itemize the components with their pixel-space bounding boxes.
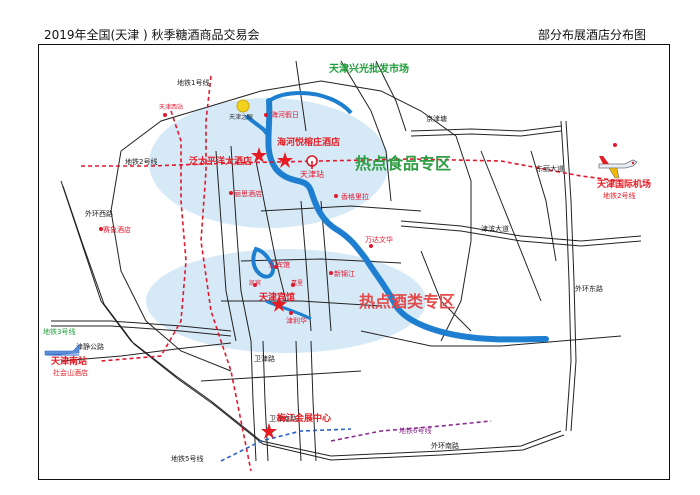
tianjin-west-station-label: 天津西站 [159, 103, 183, 111]
poi-dot [369, 244, 373, 248]
road-label-weijin: 卫津路 [254, 354, 275, 363]
metro-line6-path [330, 420, 492, 442]
metro-line3-label: 地铁3号线 [43, 327, 75, 336]
venue-tianjin-hotel[interactable]: 天津宾馆 [259, 291, 295, 312]
poi-kaibin: 凯宾 [249, 279, 261, 287]
metro-line3-path [100, 110, 187, 362]
poi-dot [253, 283, 257, 287]
tianjin-eye-label: 天津之眼 [229, 113, 253, 121]
poi-dot [274, 265, 278, 269]
venue-haihe-yuerong-label: 海河悦榕庄酒店 [277, 136, 340, 148]
river-west-branch [244, 114, 271, 138]
star-icon [251, 147, 267, 163]
poi-dot [334, 194, 338, 198]
tianjin-station[interactable]: 天津站 [300, 155, 324, 179]
xingguang-market-label: 天津兴光批发市场 [329, 62, 409, 75]
venue-meijiang-label: 梅江会展中心 [277, 412, 331, 424]
lake-shape [251, 246, 275, 279]
venue-meijiang[interactable]: 梅江会展中心 [261, 412, 331, 439]
star-icon [271, 296, 287, 312]
poi-dot [99, 227, 103, 231]
poi-dot [229, 191, 233, 195]
river-south-branch [265, 299, 312, 321]
venue-haihe-yuerong[interactable]: 海河悦榕庄酒店 [277, 136, 340, 168]
poi-dot [163, 113, 167, 117]
poi-saixiang: 赛象酒店 [103, 225, 131, 234]
poi-dot [264, 113, 268, 117]
map-frame: 热点食品专区 热点酒类专区 天津兴光批发市场 天津之眼 天津西站 地铁1号线 地… [38, 44, 670, 480]
poi-dot [289, 311, 293, 315]
south-station-label: 天津南站 [51, 355, 87, 367]
road-label-outer-east: 外环东路 [575, 284, 603, 293]
hai-river [265, 98, 549, 343]
venue-tianjin-hotel-label: 天津宾馆 [259, 291, 295, 303]
metro-line6-label: 地铁6号线 [399, 426, 431, 435]
airport-dot [613, 143, 617, 147]
sun-icon [236, 99, 250, 113]
road-label-jinjing: 津静公路 [76, 342, 104, 351]
tianjin-station-label: 天津站 [300, 169, 324, 179]
airplane-icon [598, 156, 638, 179]
poi-shangri-la: 香格里拉 [341, 192, 369, 201]
south-station-sub-label: 社会山酒店 [53, 368, 88, 377]
wine-zone-label: 热点酒类专区 [359, 292, 455, 311]
venue-fantai-label: 泛太平洋大酒店 [189, 155, 252, 167]
city-map: 热点食品专区 热点酒类专区 天津兴光批发市场 天津之眼 天津西站 地铁1号线 地… [43, 60, 651, 472]
star-icon [261, 423, 277, 439]
road-label-dongli: 东丽大道 [536, 164, 564, 173]
poi-dot [329, 271, 333, 275]
venue-fantai[interactable]: 泛太平洋大酒店 [189, 147, 267, 167]
poi-ritz: 丽思酒店 [234, 189, 262, 198]
map-title: 2019年全国(天津 ) 秋季糖酒商品交易会 [44, 28, 260, 42]
poi-dot [291, 283, 295, 287]
poi-xinjin: 新锦江 [334, 269, 355, 278]
poi-yingbin: 迎宾馆 [269, 260, 290, 269]
metro-line2-label: 地铁2号线 [125, 157, 157, 166]
airport-label: 天津国际机场 [597, 178, 651, 190]
poi-jinli: 津利华 [286, 316, 307, 325]
river-upper-branch [267, 90, 353, 115]
south-station-marker[interactable]: 天津南站 社会山酒店 [44, 344, 88, 377]
map-subtitle: 部分布展酒店分布图 [537, 28, 646, 42]
poi-wanda: 万达文华 [365, 235, 393, 244]
road-network [51, 60, 642, 462]
poi-haihe-holiday: 海河假日 [271, 110, 299, 119]
road-label-jingjin: 京津塘 [426, 114, 447, 123]
road-label-weijin-south: 卫津南路 [269, 414, 297, 423]
road-label-outer-south: 外环南路 [431, 441, 459, 450]
map-header: 2019年全国(天津 ) 秋季糖酒商品交易会 部分布展酒店分布图 [0, 0, 700, 42]
metro-line5-path [220, 428, 352, 462]
food-zone-label: 热点食品专区 [355, 154, 451, 173]
metro-line1-label: 地铁1号线 [177, 78, 209, 87]
train-icon [44, 344, 80, 356]
food-zone-area [149, 98, 389, 228]
metro-line5-label: 地铁5号线 [171, 454, 203, 463]
airport-sub-label: 地铁2号线 [603, 191, 635, 200]
road-label-outer-west: 外环西路 [85, 209, 113, 218]
poi-jiali: 嘉里 [291, 279, 303, 287]
airport-marker[interactable]: 天津国际机场 地铁2号线 [597, 143, 651, 200]
star-icon [277, 152, 293, 168]
road-label-jinbin: 津滨大道 [481, 224, 509, 233]
